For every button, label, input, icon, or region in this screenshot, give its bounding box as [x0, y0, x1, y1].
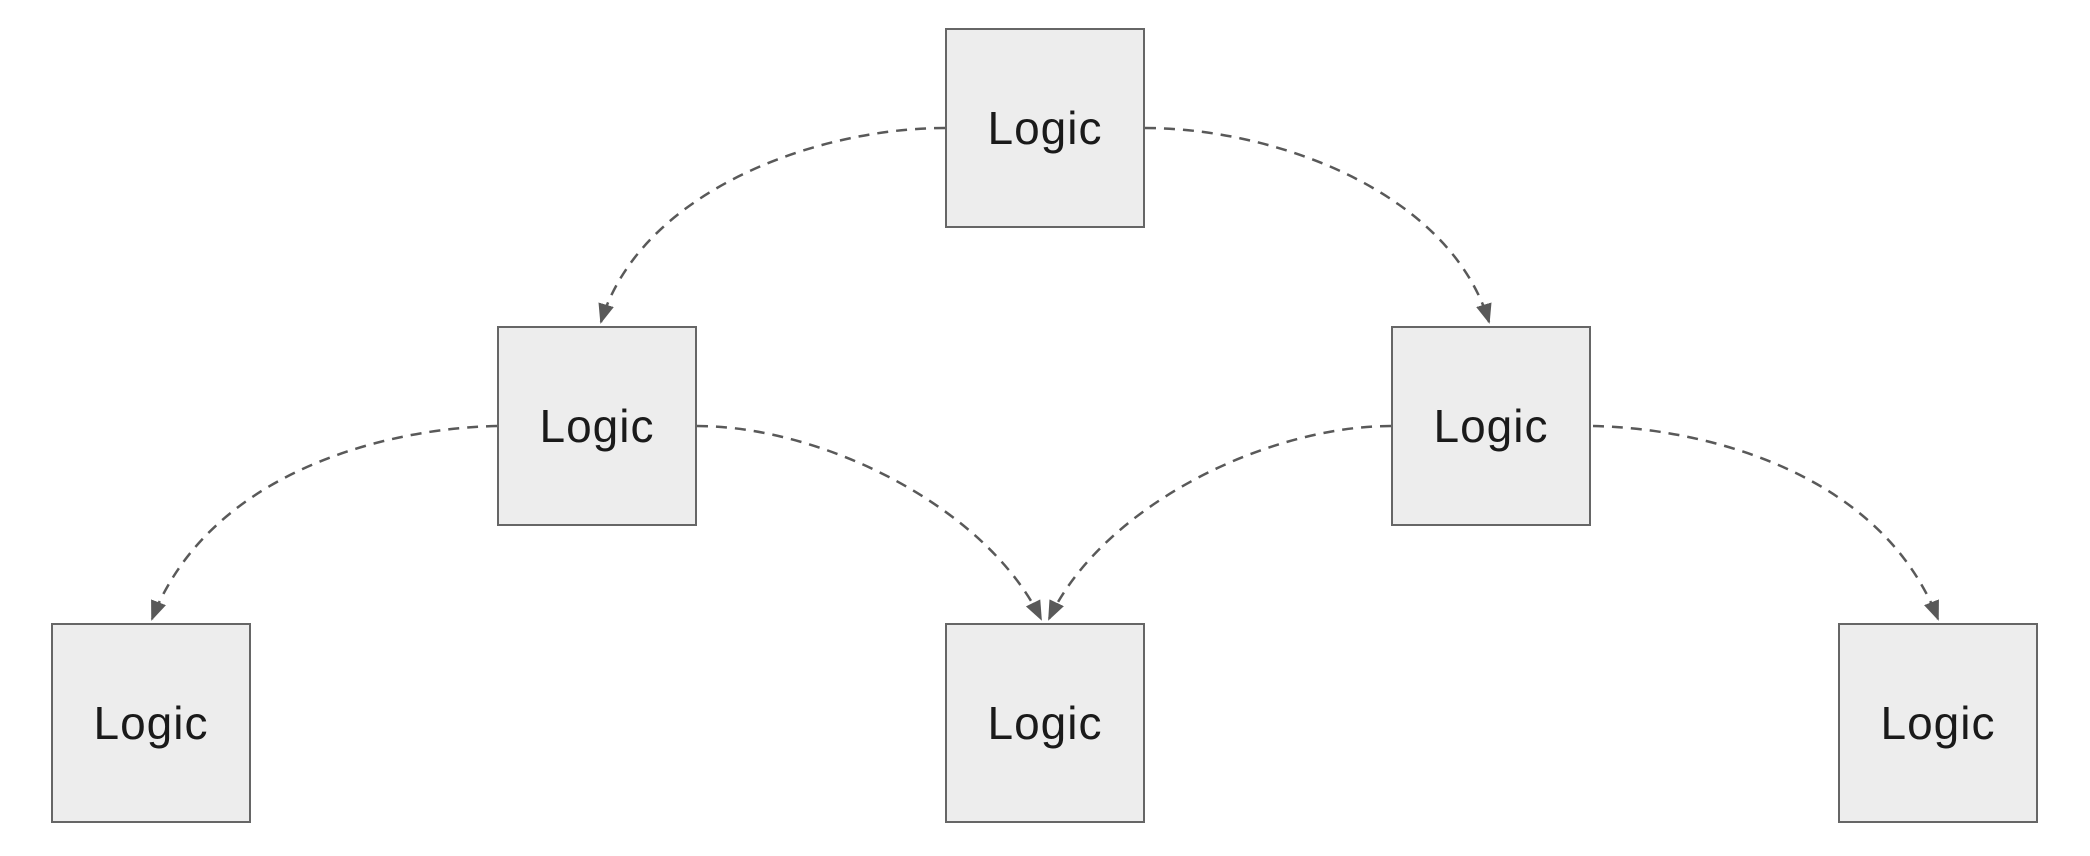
node-right[interactable]: Logic — [1391, 326, 1591, 526]
node-leaf-right[interactable]: Logic — [1838, 623, 2038, 823]
node-leaf-center[interactable]: Logic — [945, 623, 1145, 823]
node-leaf-left-label: Logic — [93, 697, 209, 749]
edge-root-to-right[interactable] — [1144, 126, 1492, 324]
edge-right-to-leaf-right[interactable] — [1592, 424, 1940, 621]
node-leaf-center-label: Logic — [987, 697, 1103, 749]
node-right-label: Logic — [1433, 400, 1549, 452]
edge-left-to-leaf-left[interactable] — [150, 424, 498, 621]
edge-left-to-leaf-center[interactable] — [696, 424, 1043, 621]
edge-right-to-leaf-center[interactable] — [1047, 424, 1392, 621]
node-root-label: Logic — [987, 102, 1103, 154]
node-left-label: Logic — [539, 400, 655, 452]
node-root[interactable]: Logic — [945, 28, 1145, 228]
node-leaf-right-label: Logic — [1880, 697, 1996, 749]
edge-root-to-left[interactable] — [598, 126, 946, 324]
node-left[interactable]: Logic — [497, 326, 697, 526]
node-leaf-left[interactable]: Logic — [51, 623, 251, 823]
